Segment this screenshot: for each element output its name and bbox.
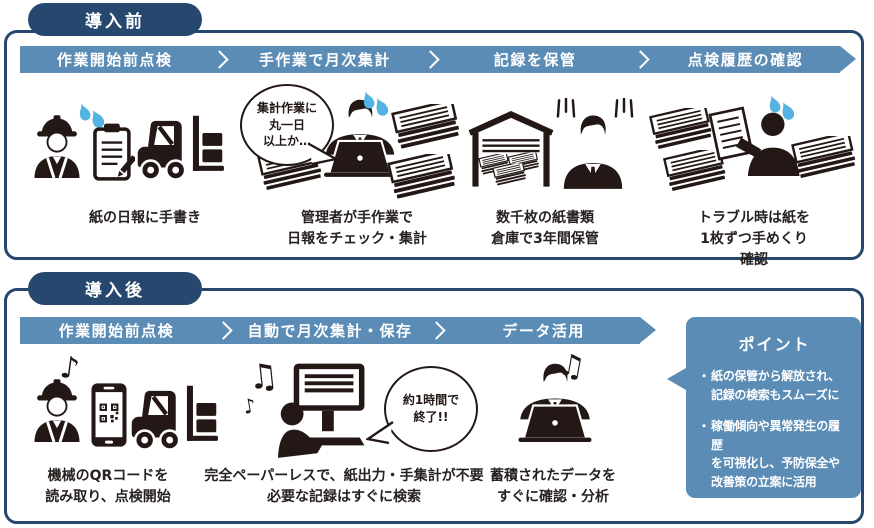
point-box-tail-icon: [667, 368, 686, 390]
step-before-3: 記録を保管: [493, 51, 577, 69]
paper-stack-icon: [386, 154, 460, 203]
step-before-4: 点検履歴の確認: [687, 51, 804, 69]
point-bullet-2: ・ 稼働傾向や異常発生の履歴 を可視化し、予防保全や 改善策の立案に活用: [698, 417, 851, 491]
clipboard-icon: [92, 122, 135, 182]
music-note-icon: ♫: [555, 346, 588, 387]
point-box: ポイント ・ 紙の保管から解放され、 記録の検索もスムーズに ・ 稼働傾向や異常…: [667, 317, 861, 498]
step-after-3: データ活用: [502, 322, 585, 340]
caption-after-1: 機械のQRコードを 読み取り、点検開始: [45, 468, 171, 505]
caption-before-3: 数千枚の紙書類 倉庫で3年間保管: [491, 210, 599, 247]
music-note-icon: ♫: [245, 355, 281, 399]
step-before-1: 作業開始前点検: [56, 51, 173, 69]
before-step-bar: 作業開始前点検 手作業で月次集計 記録を保管 点検履歴の確認: [20, 46, 856, 73]
chevron-right-icon: [427, 321, 447, 340]
after-label: 導入後: [85, 281, 145, 301]
desktop-pc-user-icon: [278, 362, 366, 458]
caption-before-4: トラブル時は紙を 1枚ずつ手めくり確認: [698, 210, 810, 268]
caption-after-3: 蓄積されたデータを すぐに確認・分析: [490, 468, 616, 505]
speech-bubble-tail: [366, 421, 394, 445]
warehouse-icon: [467, 108, 555, 188]
point-title: ポイント: [738, 335, 811, 354]
before-label: 導入前: [85, 12, 145, 32]
bullet-marker: ・: [698, 419, 710, 434]
caption-after-2: 完全ペーパーレスで、紙出力・手集計が不要 必要な記録はすぐに検索: [204, 468, 484, 505]
paper-stack-icon: [390, 104, 464, 153]
caption-before-2: 管理者が手作業で 日報をチェック・集計: [287, 210, 427, 247]
chevron-right-icon: [420, 50, 440, 69]
step-before-2: 手作業で月次集計: [258, 51, 391, 69]
chevron-right-icon: [213, 321, 233, 340]
forklift-icon: [130, 384, 218, 453]
forklift-icon: [136, 114, 224, 183]
qr-phone-icon: [90, 382, 128, 448]
chevron-right-icon: [210, 50, 229, 69]
sweat-drops-icon: [362, 90, 388, 118]
speech-bubble-after: 約1時間で 終了!!: [384, 366, 478, 452]
point-bullet-1: ・ 紙の保管から解放され、 記録の検索もスムーズに: [698, 367, 851, 404]
bullet-marker: ・: [698, 369, 710, 383]
chevron-right-icon: [631, 50, 650, 69]
speech-bubble-tail: [308, 142, 338, 166]
before-label-pill: 導入前: [28, 3, 202, 36]
laptop-user-icon: [506, 362, 604, 442]
businessman-icon: [558, 112, 628, 189]
caption-before-1: 紙の日報に手書き: [89, 210, 201, 226]
after-step-bar: 作業開始前点検 自動で月次集計・保存 データ活用: [20, 317, 656, 344]
worker-icon: [31, 114, 83, 178]
step-after-1: 作業開始前点検: [58, 322, 175, 340]
step-after-2: 自動で月次集計・保存: [247, 322, 413, 340]
paper-stack-icon: [790, 136, 860, 182]
sweat-drops-icon: [768, 94, 794, 122]
worker-icon: [31, 378, 83, 442]
after-label-pill: 導入後: [28, 272, 202, 305]
speech-bubble-before: 集計作業に 丸一日 以上か…: [240, 84, 334, 166]
